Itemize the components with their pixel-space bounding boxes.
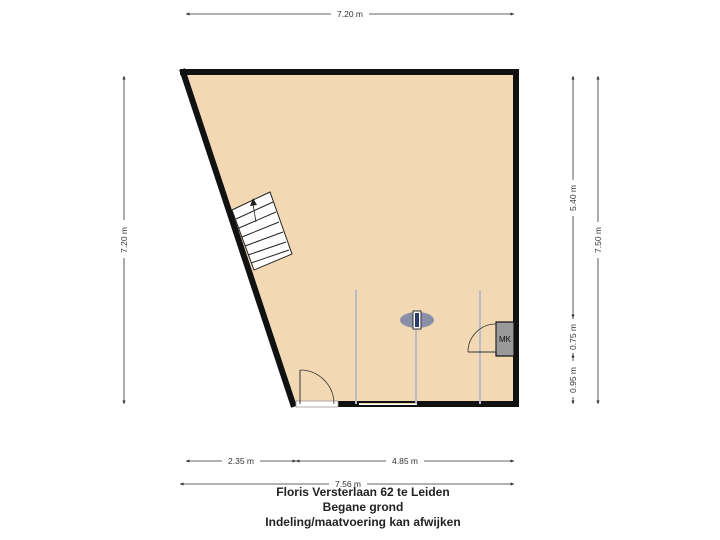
dim-right-total: 7.50 m xyxy=(593,227,603,253)
dim-bottom-left: 2.35 m xyxy=(228,456,254,466)
dimension-labels: 7.20 m 7.20 m 5.40 m 0.75 m 0.95 m 7.50 … xyxy=(118,8,604,490)
staircase xyxy=(231,191,293,271)
entrance-door xyxy=(295,369,339,408)
meter-box-label: MK xyxy=(499,335,512,344)
walls xyxy=(179,68,519,408)
plan-title-address: Floris Versterlaan 62 te Leiden xyxy=(276,485,450,499)
dim-top: 7.20 m xyxy=(337,9,363,19)
dim-right-lower: 0.95 m xyxy=(568,367,578,393)
dim-right-middle: 0.75 m xyxy=(568,324,578,350)
dim-left: 7.20 m xyxy=(119,227,129,253)
floor-area xyxy=(183,72,516,404)
glass-partitions xyxy=(355,290,481,404)
front-windows xyxy=(356,401,516,407)
plan-title-floor: Begane grond xyxy=(322,500,404,514)
dim-right-upper: 5.40 m xyxy=(568,185,578,211)
meter-box: MK xyxy=(467,321,515,357)
plan-disclaimer: Indeling/maatvoering kan afwijken xyxy=(265,515,461,529)
ceiling-fixture xyxy=(400,310,434,330)
dim-bottom-right: 4.85 m xyxy=(392,456,418,466)
dim-bottom-total: 7.56 m xyxy=(335,479,361,489)
